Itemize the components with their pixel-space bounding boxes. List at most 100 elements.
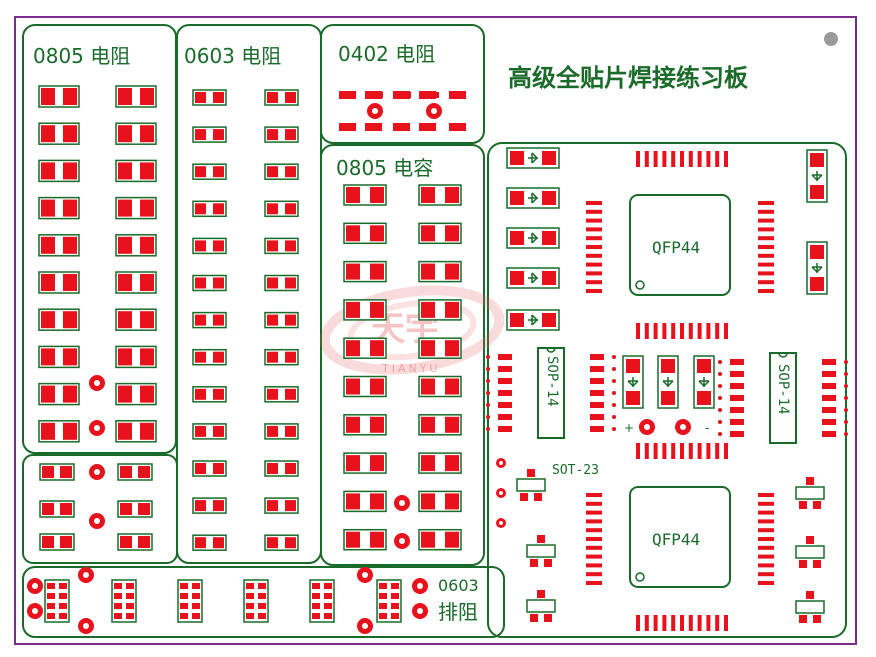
sop-left-label: SOP-14: [544, 356, 560, 407]
r0603-right-pad: [267, 129, 278, 141]
r0805-left-pad: [41, 88, 55, 105]
sop-left-test-dot: [612, 391, 616, 395]
c0805-via-hole: [399, 500, 405, 506]
diode-vertical-pad: [810, 185, 824, 199]
r0805-right-pad: [118, 385, 132, 403]
sop-left-pin: [590, 390, 604, 396]
c0805-right-pad: [421, 493, 435, 510]
array-pad: [59, 613, 67, 619]
c0805-left-pad: [346, 378, 360, 395]
qfp-bottom-pin: [586, 519, 602, 524]
qfp-bottom-pin: [758, 554, 774, 559]
r0603-left-pad: [213, 500, 224, 512]
array-via-hole: [362, 572, 368, 578]
array-pad: [180, 593, 188, 599]
qfp-top-pin: [680, 323, 684, 339]
qfp-bottom-pin: [697, 443, 702, 459]
qfp-top-pin: [586, 271, 602, 276]
test-via-hole: [499, 491, 503, 495]
array-pad: [312, 613, 320, 619]
array-pad: [192, 603, 200, 609]
r0402-top-pad: [425, 92, 439, 98]
diode-pad: [542, 313, 556, 327]
c0805-right-pad: [445, 225, 459, 242]
qfp-top-pin: [586, 209, 602, 214]
diode-symbol: [528, 272, 539, 284]
qfp-bottom-pin: [644, 443, 649, 459]
qfp-top-pin: [586, 262, 602, 267]
c0805-right-pad: [445, 416, 459, 433]
c0805-left-pad: [346, 225, 360, 242]
r0603-left-pad: [195, 129, 206, 141]
r0603-left-pad: [213, 351, 224, 363]
sot-pin: [537, 590, 545, 598]
sot-pin: [527, 469, 535, 477]
c0805-left-pad: [346, 493, 360, 510]
r0603-left-pad: [195, 537, 206, 549]
r0402-bottom-pad: [419, 123, 436, 131]
sot-right-pin: [799, 560, 807, 568]
r0603-right-pad: [285, 277, 296, 289]
array-pad: [246, 583, 254, 589]
ll-left-pad: [42, 536, 54, 548]
diode-pad: [510, 271, 524, 285]
r0805-right-pad: [118, 236, 132, 254]
qfp-top-pin: [758, 280, 774, 285]
section-array-outline: [22, 566, 505, 638]
r0603-left-pad: [195, 425, 206, 437]
array-pad: [324, 613, 332, 619]
sot-pin: [534, 493, 542, 501]
c0805-left-pad: [370, 263, 384, 280]
qfp-top-pin: [706, 323, 711, 339]
r0603-left-pad: [195, 166, 206, 178]
center-diode-symbol: [698, 377, 710, 388]
qfp-top-pin: [758, 245, 774, 249]
array-via-hole: [83, 572, 89, 578]
r0805-left-pad: [63, 422, 77, 440]
qfp-bottom-pin: [758, 563, 774, 568]
array-pad: [47, 593, 55, 599]
r0603-left-pad: [213, 92, 224, 103]
r0603-left-pad: [213, 425, 224, 437]
label-array-name: 排阻: [438, 600, 478, 624]
qfp-bottom-pin: [662, 615, 667, 631]
r0603-left-pad: [195, 388, 206, 400]
sop-left-pin: [498, 426, 512, 432]
array-pad: [258, 583, 266, 589]
c0805-left-pad: [346, 263, 360, 280]
ll-left-pad: [42, 466, 54, 478]
c0805-right-pad: [421, 301, 435, 318]
sot-right-pin: [813, 501, 821, 509]
sop-right-label: SOP-14: [775, 364, 791, 415]
r0603-right-pad: [285, 166, 296, 178]
qfp-top-pin: [758, 289, 774, 293]
qfp-bottom-pin: [758, 537, 774, 541]
sop-left-pin: [498, 402, 512, 408]
r0402-top-pad: [397, 92, 411, 98]
qfp-top-pin: [688, 323, 693, 339]
sop-right-pin: [822, 431, 836, 437]
polarity-minus: -: [705, 421, 709, 435]
array-pad: [192, 593, 200, 599]
r0603-right-pad: [267, 500, 278, 512]
sop-right-test-dot: [844, 396, 848, 400]
r0603-right-pad: [267, 351, 278, 363]
qfp-bottom-pin: [680, 615, 684, 631]
sop-right-notch: [778, 352, 788, 358]
r0603-right-pad: [267, 425, 278, 437]
sop-left-test-dot: [612, 415, 616, 419]
sot-pin: [544, 614, 552, 622]
sop-right-test-dot: [844, 384, 848, 388]
c0805-left-pad: [370, 493, 384, 510]
r0603-right-pad: [267, 166, 278, 178]
array-pad: [126, 583, 134, 589]
sop-right-test-dot: [718, 408, 722, 412]
diode-pad: [510, 191, 524, 205]
diode-symbol: [528, 192, 539, 204]
sop-left-test-dot: [486, 427, 490, 431]
c0805-right-pad: [421, 340, 435, 357]
r0603-right-pad: [267, 240, 278, 252]
r0603-right-pad: [285, 425, 296, 437]
center-diode-symbol: [662, 377, 674, 388]
qfp-bottom-pin: [715, 615, 720, 631]
